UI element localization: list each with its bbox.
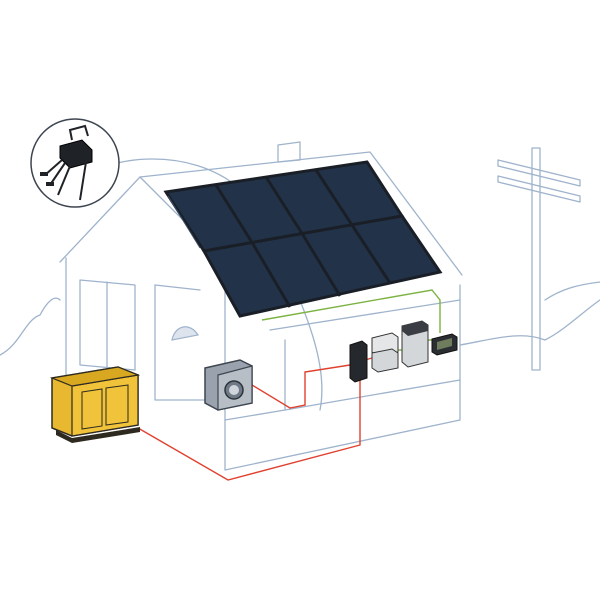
monitor-display — [431, 333, 458, 356]
dc-wiring — [261, 289, 441, 351]
ac-wiring — [137, 357, 373, 481]
washing-machine — [204, 359, 253, 411]
battery — [371, 332, 399, 373]
inverter — [401, 320, 429, 368]
generator — [49, 366, 141, 443]
utility-pole — [497, 147, 581, 371]
ceiling-lamp — [171, 326, 199, 341]
landscape — [0, 281, 600, 356]
power-optimizer-inset — [30, 118, 120, 208]
electrical-panel — [349, 340, 368, 383]
solar-panel-array — [163, 160, 443, 318]
